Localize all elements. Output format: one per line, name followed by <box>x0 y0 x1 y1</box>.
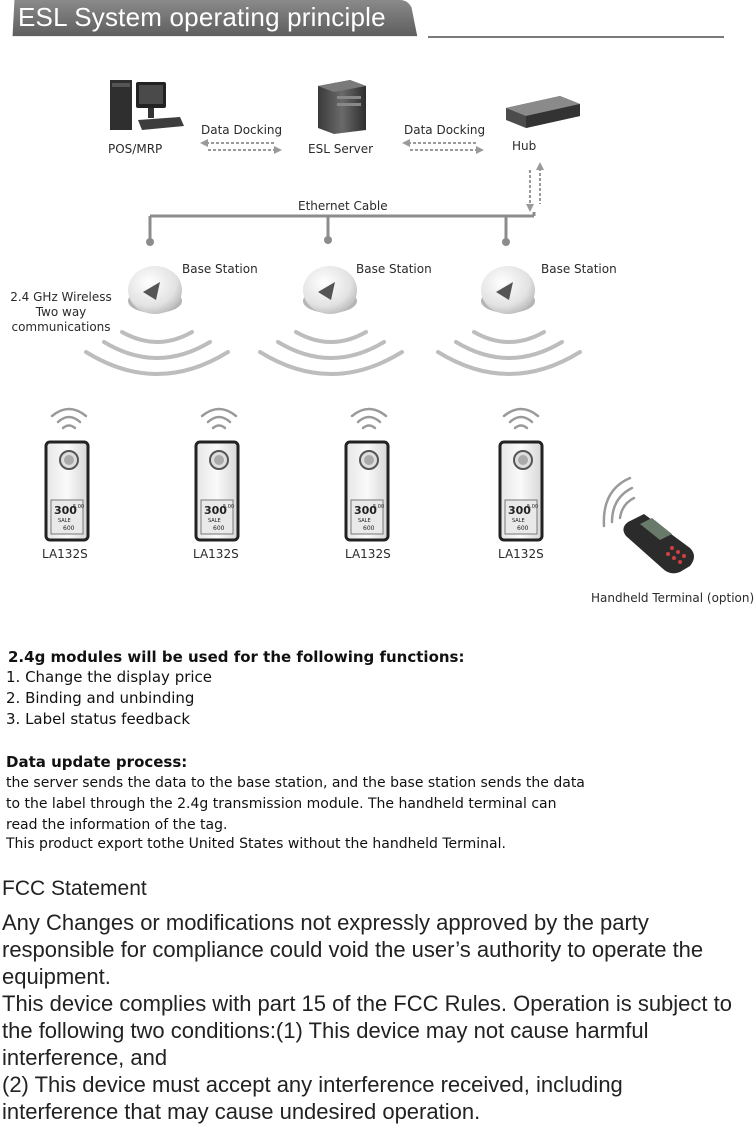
fcc-body: Any Changes or modifications not express… <box>2 909 742 1125</box>
tag-small-text: 5.00 <box>73 504 84 510</box>
header-rule <box>428 36 724 38</box>
base-station-label: Base Station <box>356 262 432 276</box>
function-item: 2. Binding and unbinding <box>6 689 195 707</box>
tag-small-text: 5.00 <box>373 504 384 510</box>
tag-sub-text: 600 <box>517 525 529 532</box>
handheld-terminal-icon <box>602 476 694 574</box>
docking-arrows-left <box>206 142 276 151</box>
tag-label: LA132S <box>193 547 239 561</box>
tag-small-text: 5.00 <box>527 504 538 510</box>
base-station-icon <box>303 266 357 314</box>
update-heading: Data update process: <box>6 753 188 771</box>
tag-sale-text: SALE <box>512 518 525 524</box>
base-station-icon <box>128 266 182 314</box>
esl-tag-icon <box>498 440 544 542</box>
tag-label: LA132S <box>498 547 544 561</box>
tag-sub-text: 600 <box>213 525 225 532</box>
fcc-paragraph: (2) This device must accept any interfer… <box>2 1072 623 1124</box>
function-item: 1. Change the display price <box>6 668 213 686</box>
hub-label: Hub <box>512 139 537 153</box>
tag-price-text: 300 <box>204 504 227 517</box>
handheld-label: Handheld Terminal (option) <box>591 591 755 605</box>
page-title: ESL System operating principle <box>18 2 386 32</box>
tag-price-text: 300 <box>54 504 77 517</box>
function-item: 3. Label status feedback <box>6 710 191 728</box>
tag-label: LA132S <box>345 547 391 561</box>
wireless-label: 2.4 GHz Wireless Two way communications <box>10 290 112 334</box>
tag-label: LA132S <box>42 547 88 561</box>
tag-sale-text: SALE <box>208 518 221 524</box>
hub-vertical-arrows <box>529 168 541 206</box>
base-station-label: Base Station <box>182 262 258 276</box>
fcc-paragraph: Any Changes or modifications not express… <box>2 910 704 989</box>
tag-small-text: 5.00 <box>223 504 234 510</box>
system-diagram: 300 5.00 SALE 600 300 5.00 SALE 600 300 … <box>44 80 694 574</box>
server-label: ESL Server <box>308 142 374 156</box>
tag-sale-text: SALE <box>358 518 371 524</box>
base-station-icon <box>481 266 535 314</box>
esl-tag-icon <box>194 440 240 542</box>
tag-sub-text: 600 <box>363 525 375 532</box>
fcc-title: FCC Statement <box>2 877 147 900</box>
docking-arrows-right <box>408 142 478 151</box>
pos-computer-icon <box>110 80 184 130</box>
export-note: This product export tothe United States … <box>6 836 506 852</box>
ethernet-cable <box>148 212 536 240</box>
esl-tag-icon <box>44 440 90 542</box>
ethernet-label: Ethernet Cable <box>298 199 388 213</box>
base-station-label: Base Station <box>541 262 617 276</box>
tag-sub-text: 600 <box>63 525 75 532</box>
tag-price-text: 300 <box>508 504 531 517</box>
wifi-icon <box>50 407 540 430</box>
wireless-waves <box>84 330 582 376</box>
esl-server-icon <box>318 80 366 134</box>
docking-left-label: Data Docking <box>201 123 283 137</box>
pos-label: POS/MRP <box>108 142 163 156</box>
header-tab <box>12 0 418 37</box>
tag-price-text: 300 <box>354 504 377 517</box>
update-text: the server sends the data to the base st… <box>6 775 585 833</box>
esl-tag-icon <box>344 440 390 542</box>
fcc-paragraph: This device complies with part 15 of the… <box>2 991 732 1070</box>
hub-icon <box>506 96 580 128</box>
functions-heading: 2.4g modules will be used for the follow… <box>8 648 465 666</box>
tag-sale-text: SALE <box>58 518 71 524</box>
docking-right-label: Data Docking <box>404 123 486 137</box>
